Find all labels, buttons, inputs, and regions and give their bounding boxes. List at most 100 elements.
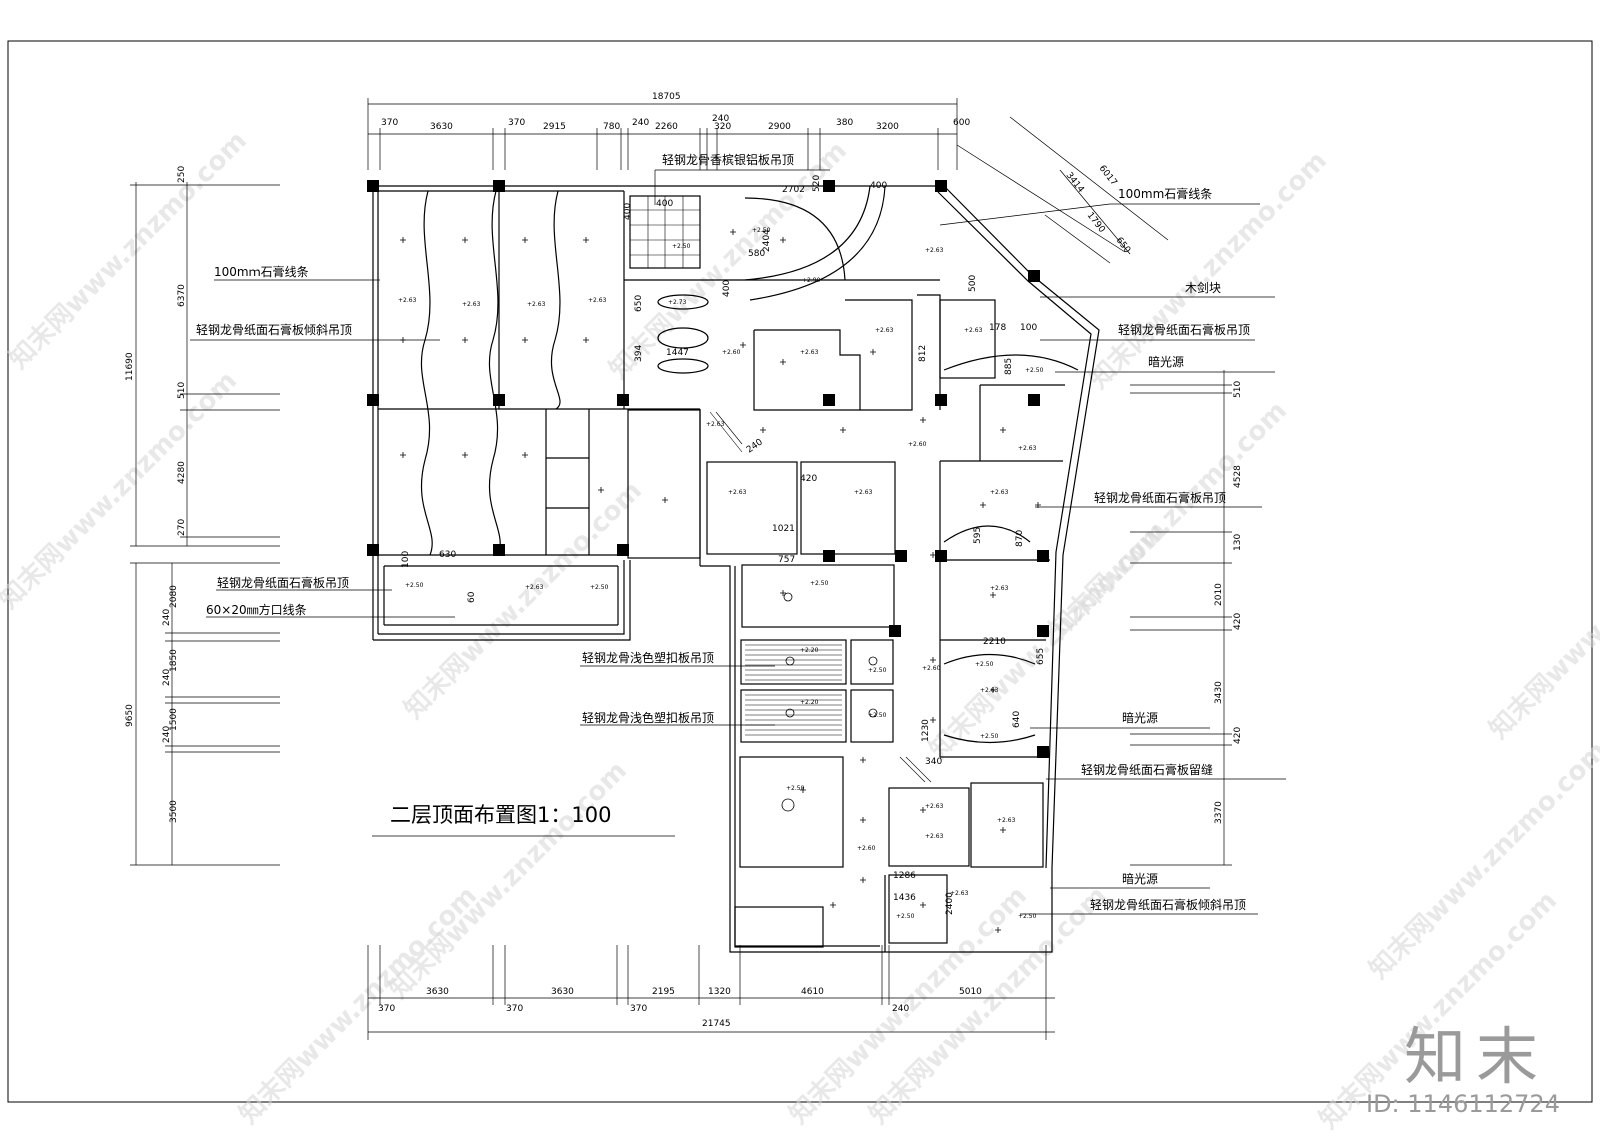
level-tag: +2.50 <box>1018 913 1037 920</box>
dim-label: 240 <box>162 609 172 626</box>
right-dimension-labels: 510 4528 130 2010 420 3430 420 3370 <box>1214 381 1243 824</box>
level-tag: +2.50 <box>752 227 771 234</box>
dim-label: 100 <box>1020 323 1037 333</box>
annotation-label: 木剑块 <box>1185 280 1221 295</box>
level-tag: +2.50 <box>1025 367 1044 374</box>
sheet-border <box>7 40 1593 1103</box>
annotation-label: 暗光源 <box>1122 871 1158 886</box>
dim-label: 6370 <box>177 284 187 307</box>
level-tag: +2.63 <box>854 489 873 496</box>
drawing-title: 二层顶面布置图1：100 <box>390 803 611 827</box>
light-markers <box>400 229 1041 933</box>
watermark-text: 知末网www.znzmo.com <box>4 126 253 375</box>
dim-label: 4610 <box>801 987 824 997</box>
dim-label: 6017 <box>1097 164 1119 188</box>
hatch-panels <box>630 196 932 783</box>
dim-label: 21745 <box>702 1019 731 1029</box>
diagonal-dimensions <box>956 116 1169 264</box>
dim-label: 757 <box>778 555 795 565</box>
annotation-label: 100mm石膏线条 <box>1118 186 1212 201</box>
watermark-text: 知末网www.znzmo.com <box>1484 496 1600 745</box>
dim-label: 250 <box>177 166 187 183</box>
dim-label: 420 <box>1233 613 1243 630</box>
dim-label: 510 <box>1233 381 1243 398</box>
dim-label: 270 <box>177 519 187 536</box>
dim-label: 2900 <box>768 122 791 132</box>
level-tag: +2.63 <box>462 301 481 308</box>
dim-label: 630 <box>439 550 456 560</box>
level-tag: +2.63 <box>980 687 999 694</box>
dim-label: 240 <box>162 726 172 743</box>
level-tag: +2.63 <box>588 297 607 304</box>
dim-label: 11690 <box>125 352 135 381</box>
level-tag: +2.60 <box>857 845 876 852</box>
dim-label: 3370 <box>1214 801 1224 824</box>
dim-label: 370 <box>378 1004 395 1014</box>
annotation-label: 轻钢龙骨纸面石膏板倾斜吊顶 <box>196 322 352 337</box>
level-tag: +2.50 <box>786 785 805 792</box>
annotation-label: 轻钢龙骨纸面石膏板倾斜吊顶 <box>1090 897 1246 912</box>
annotation-label: 轻钢龙骨浅色塑扣板吊顶 <box>582 710 714 725</box>
dim-label: 380 <box>836 118 853 128</box>
dim-label: 3630 <box>551 987 574 997</box>
level-tag: +2.63 <box>925 803 944 810</box>
watermark-text: 知末网www.znzmo.com <box>234 881 483 1130</box>
level-tag: +2.90 <box>802 277 821 284</box>
ceiling-levels: +2.63 +2.63 +2.63 +2.63 +2.50 +2.50 +2.7… <box>398 227 1044 920</box>
dim-label: 240 <box>162 669 172 686</box>
left-dimensions <box>130 182 280 866</box>
level-tag: +2.63 <box>925 247 944 254</box>
dim-label: 650 <box>634 295 644 312</box>
dim-label: 812 <box>918 345 928 362</box>
dim-label: 420 <box>800 474 817 484</box>
leader-lines <box>190 169 1286 915</box>
level-tag: +2.60 <box>922 665 941 672</box>
dim-label: 340 <box>925 757 942 767</box>
dim-label: 400 <box>656 199 673 209</box>
dim-label: 595 <box>973 527 983 544</box>
dim-label: 240 <box>632 118 649 128</box>
dim-label: 18705 <box>652 92 681 102</box>
level-tag: +2.50 <box>405 582 424 589</box>
level-tag: +2.60 <box>722 349 741 356</box>
level-tag: +2.63 <box>997 817 1016 824</box>
dim-label: 3500 <box>169 800 179 823</box>
dim-label: 9650 <box>125 704 135 727</box>
level-tag: +2.63 <box>990 489 1009 496</box>
dim-label: 3630 <box>426 987 449 997</box>
dim-label: 240 <box>892 1004 909 1014</box>
level-tag: +2.63 <box>950 890 969 897</box>
dim-label: 500 <box>968 275 978 292</box>
dim-label: 520 <box>812 175 822 192</box>
interior-dimensions: 2702 520 400 400 400 2404 580 400 650 14… <box>401 175 1046 915</box>
level-tag: +2.63 <box>525 584 544 591</box>
left-dimension-labels: 11690 250 6370 510 4280 270 9650 240 208… <box>125 166 187 823</box>
dim-label: 580 <box>748 249 765 259</box>
annotation-label: 暗光源 <box>1122 710 1158 725</box>
top-dimensions <box>367 98 958 170</box>
dim-label: 3430 <box>1214 681 1224 704</box>
dim-label: 400 <box>870 181 887 191</box>
level-tag: +2.60 <box>908 441 927 448</box>
level-tag: +2.20 <box>800 647 819 654</box>
dim-label: 5010 <box>959 987 982 997</box>
level-tag: +2.63 <box>728 489 747 496</box>
dim-label: 2195 <box>652 987 675 997</box>
dim-label: 100 <box>401 551 411 568</box>
dim-label: 130 <box>1233 534 1243 551</box>
dim-label: 600 <box>953 118 970 128</box>
watermark-text: 知末网www.znzmo.com <box>0 366 243 615</box>
dim-label: 1021 <box>772 524 795 534</box>
watermark-text: 知末网www.znzmo.com <box>1044 396 1293 645</box>
structural-columns <box>367 180 1049 758</box>
dim-label: 4280 <box>177 461 187 484</box>
dim-label: 1790 <box>1085 211 1107 235</box>
plan-outline <box>372 185 1100 953</box>
level-tag: +2.63 <box>875 327 894 334</box>
dim-label: 510 <box>177 382 187 399</box>
level-tag: +2.73 <box>668 299 687 306</box>
right-dimensions <box>1130 370 1232 866</box>
level-tag: +2.50 <box>980 733 999 740</box>
image-id: ID: 1146112724 <box>1366 1090 1560 1118</box>
